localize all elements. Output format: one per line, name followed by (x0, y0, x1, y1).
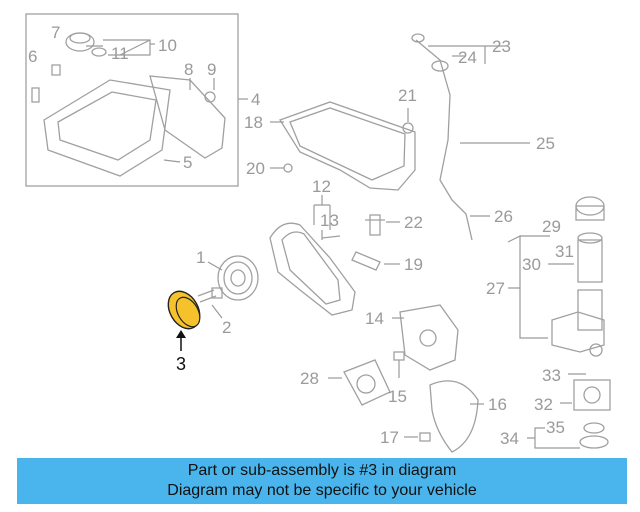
bolt-13 (321, 230, 341, 240)
oil-pan (270, 101, 416, 191)
callout-2: 2 (222, 318, 231, 337)
callout-18: 18 (244, 113, 263, 132)
callout-21: 21 (398, 86, 417, 105)
callout-11: 11 (111, 44, 129, 63)
gasket-19 (351, 251, 400, 271)
banner-line-1: Part or sub-assembly is #3 in diagram (187, 462, 457, 479)
callout-8: 8 (184, 60, 193, 79)
callout-15: 15 (388, 387, 407, 406)
callout-9: 9 (207, 60, 216, 79)
callout-14: 14 (365, 309, 384, 328)
callout-22: 22 (404, 213, 423, 232)
timing-cover (269, 195, 356, 316)
pulley-bolt (197, 287, 223, 319)
callout-33: 33 (542, 366, 561, 385)
callout-6: 6 (28, 47, 37, 66)
callout-3: 3 (176, 354, 186, 374)
oil-filter-group (507, 196, 611, 449)
crankshaft-pulley (207, 255, 259, 301)
callout-25: 25 (536, 134, 555, 153)
callout-34: 34 (500, 429, 519, 448)
bolt-17 (404, 432, 431, 442)
dipstick (411, 33, 530, 241)
callout-23: 23 (492, 37, 511, 56)
info-banner: Part or sub-assembly is #3 in diagram Di… (17, 458, 627, 504)
callout-20: 20 (246, 159, 265, 178)
callout-12: 12 (312, 177, 331, 196)
callout-5: 5 (183, 153, 192, 172)
callout-4: 4 (251, 90, 260, 109)
callout-31: 31 (555, 242, 574, 261)
callout-17: 17 (380, 428, 399, 447)
sensor-22 (365, 214, 400, 236)
gasket-28 (328, 359, 391, 406)
callout-28: 28 (300, 369, 319, 388)
callout-26: 26 (494, 207, 513, 226)
callout-7: 7 (51, 23, 60, 42)
callout-16: 16 (488, 395, 507, 414)
callout-24: 24 (458, 48, 477, 67)
callout-29: 29 (542, 217, 561, 236)
highlighted-part-3 (167, 290, 201, 351)
callout-27: 27 (486, 279, 505, 298)
valve-cover-group (25, 13, 248, 187)
callout-30: 30 (522, 255, 541, 274)
bolt-15 (393, 351, 405, 378)
callout-13: 13 (320, 211, 339, 230)
oil-pump (392, 304, 459, 371)
callout-10: 10 (158, 36, 177, 55)
callout-1: 1 (196, 248, 205, 267)
banner-line-2: Diagram may not be specific to your vehi… (167, 482, 477, 499)
callout-35: 35 (546, 418, 565, 437)
callout-labels: 1 2 3 4 5 6 7 8 9 10 11 12 13 14 15 16 1… (28, 23, 574, 448)
callout-32: 32 (534, 395, 553, 414)
callout-19: 19 (404, 255, 423, 274)
shield-16 (429, 380, 484, 453)
